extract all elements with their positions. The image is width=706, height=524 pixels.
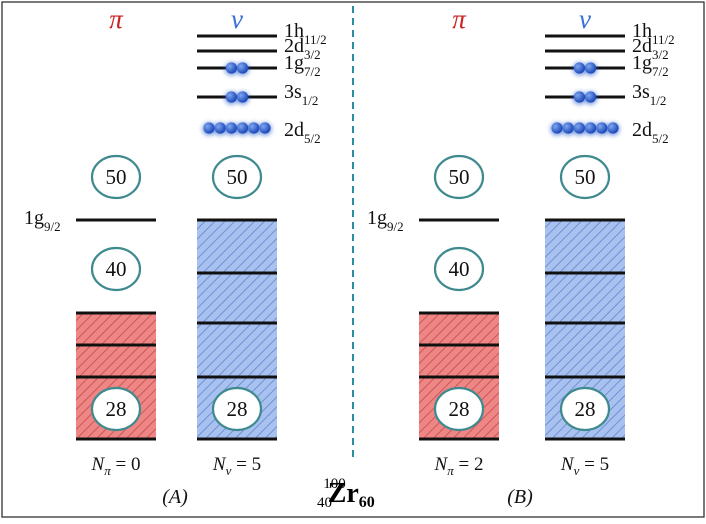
panel-a-neutron-symbol: ν: [231, 4, 243, 34]
panel-b-magic-40: 40: [433, 246, 485, 292]
panel-a-magic-50-neutron: 50: [211, 154, 263, 200]
panel-b-level-2d-particle: [596, 122, 608, 134]
panel-a-level-1g-particle: [225, 62, 237, 74]
panel-b-magic-28-proton: 28: [433, 386, 485, 432]
panel-b-label-1g92: 1g9/2: [367, 207, 404, 234]
panel-b-magic-50-neutron: 50: [559, 154, 611, 200]
panel-a-level-2d-particle: [259, 122, 271, 134]
panel-b-label-1g72: 1g7/2: [632, 52, 669, 79]
panel-b-label-2d32: 2d3/2: [632, 35, 669, 62]
panel-b-level-1g-particle: [573, 62, 586, 74]
panel-a-level-2d-particle: [214, 122, 226, 134]
panel-b-label-2d52: 2d5/2: [632, 119, 669, 146]
panel-a-magic-28-proton: 28: [90, 386, 142, 432]
nucleus-label: 100Zr60: [323, 476, 375, 511]
panel-a-magic-28-proton-value: 28: [106, 397, 127, 421]
panel-b-magic-28-neutron: 28: [559, 386, 611, 432]
panel-b-level-3s-particle: [585, 91, 597, 103]
panel-b-level-2d-particle: [585, 122, 597, 134]
nucleus-z: 40: [317, 495, 332, 511]
panel-b-level-2d-particle: [607, 122, 619, 134]
panel-a-label-1g72: 1g7/2: [284, 52, 321, 79]
panel-a-label-2d32: 2d3/2: [284, 35, 321, 62]
panel-b-level-1g-particle: [585, 62, 597, 74]
panel-b-magic-50-neutron-ring: [559, 154, 611, 200]
panel-b-magic-50-proton-value: 50: [449, 165, 470, 189]
panel-b-magic-28-neutron-value: 28: [575, 397, 596, 421]
panel-a-magic-40-ring: [90, 246, 142, 292]
panel-a-label-2d52: 2d5/2: [284, 119, 321, 146]
panel-a-level-2d-particle: [248, 122, 260, 134]
panel-b-label: (B): [507, 486, 533, 508]
panel-a-label-1h112: 1h11/2: [284, 20, 327, 47]
panel-b-magic-28-proton-value: 28: [449, 397, 470, 421]
panel-b-magic-40-ring: [433, 246, 485, 292]
panel-a-magic-40-value: 40: [106, 257, 127, 281]
panel-b-magic-28-proton-ring: [433, 386, 485, 432]
panel-b-proton-symbol: π: [452, 4, 467, 34]
panel-a-magic-50-neutron-ring: [211, 154, 263, 200]
panel-a-label-1g92: 1g9/2: [24, 207, 61, 234]
panel-a-neutron-count: Nν = 5: [212, 454, 261, 478]
panel-a-level-3s-particle: [237, 91, 249, 103]
panel-b-neutron-count: Nν = 5: [560, 454, 609, 478]
panel-a-label: (A): [162, 486, 188, 508]
panel-a-magic-50-proton-ring: [90, 154, 142, 200]
panel-b-level-2d-particle: [573, 122, 586, 134]
panel-b-level-2d-particle: [562, 122, 574, 134]
panel-a-proton-count: Nπ = 0: [91, 454, 141, 478]
panel-b-neutron-symbol: ν: [579, 4, 591, 34]
panel-a-magic-50-neutron-value: 50: [227, 165, 248, 189]
panel-b-label-3s12: 3s1/2: [632, 81, 666, 108]
panel-a-magic-50-proton: 50: [90, 154, 142, 200]
panel-a-label-3s12: 3s1/2: [284, 81, 318, 108]
panel-b-proton-count: Nπ = 2: [434, 454, 484, 478]
panel-b-level-2d-particle: [551, 122, 563, 134]
panel-a-magic-50-proton-value: 50: [106, 165, 127, 189]
panel-a-level-2d-particle: [203, 122, 215, 134]
panel-a-level-3s-particle: [225, 91, 237, 103]
panel-a-proton-symbol: π: [109, 4, 124, 34]
panel-b-magic-50-proton: 50: [433, 154, 485, 200]
panel-b-magic-50-proton-ring: [433, 154, 485, 200]
panel-b-label-1h112: 1h11/2: [632, 20, 675, 47]
panel-a-magic-28-neutron-value: 28: [227, 397, 248, 421]
panel-a-magic-40: 40: [90, 246, 142, 292]
panel-a-level-2d-particle: [237, 122, 249, 134]
panel-b-level-3s-particle: [573, 91, 586, 103]
panel-b-magic-40-value: 40: [449, 257, 470, 281]
panel-b-magic-50-neutron-value: 50: [575, 165, 596, 189]
panel-a-level-2d-particle: [225, 122, 237, 134]
panel-a-level-1g-particle: [237, 62, 249, 74]
panel-a-magic-28-proton-ring: [90, 386, 142, 432]
panel-a-magic-28-neutron: 28: [211, 386, 263, 432]
panel-a-magic-28-neutron-ring: [211, 386, 263, 432]
panel-b-magic-28-neutron-ring: [559, 386, 611, 432]
